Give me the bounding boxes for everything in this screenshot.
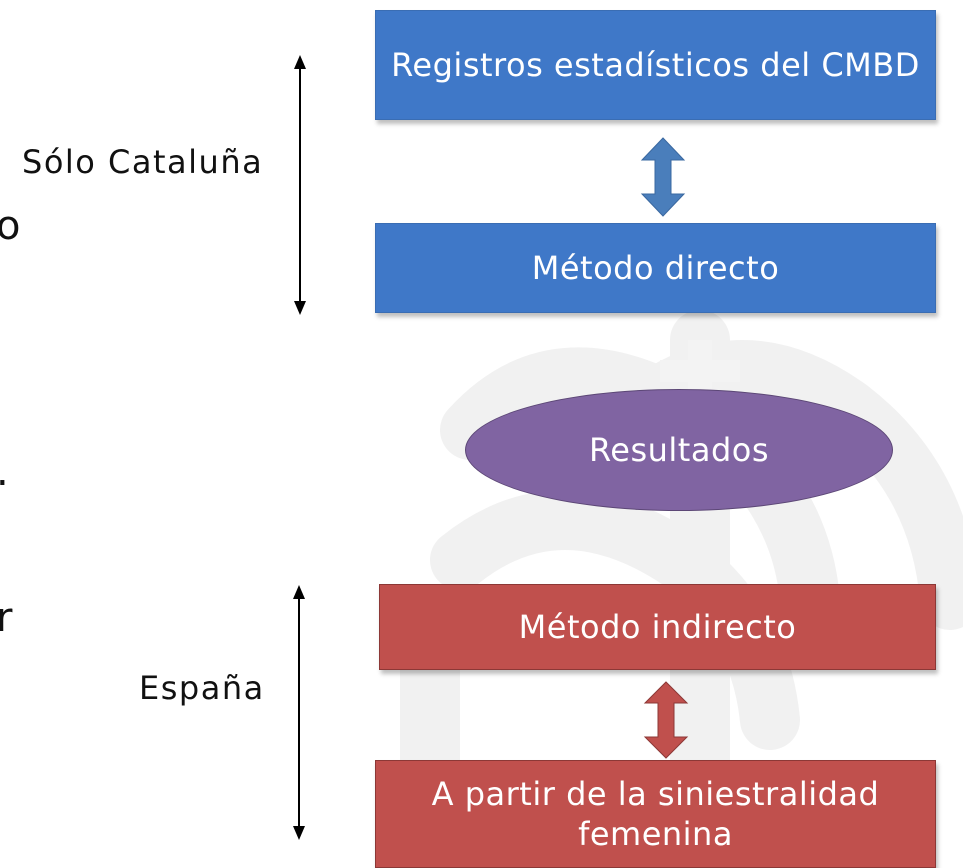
label-solo-cataluna: Sólo Cataluña — [22, 143, 264, 181]
box-metodo-indirecto-label: Método indirecto — [518, 608, 797, 646]
double-arrow-blue — [640, 137, 686, 217]
box-registros-cmbd: Registros estadísticos del CMBD — [375, 10, 936, 120]
double-arrow-red — [643, 681, 689, 759]
left-text-fragment: . — [0, 452, 10, 492]
range-arrow-bottom — [293, 585, 305, 840]
left-text-fragment: o — [0, 203, 22, 249]
box-siniestralidad-label: A partir de la siniestralidad femenina — [431, 775, 880, 853]
left-text-fragment: r — [0, 595, 14, 641]
ellipse-resultados: Resultados — [465, 389, 893, 511]
box-registros-label: Registros estadísticos del CMBD — [391, 46, 920, 84]
box-metodo-directo-label: Método directo — [531, 249, 780, 287]
ellipse-resultados-label: Resultados — [588, 431, 770, 469]
range-arrow-top — [294, 55, 306, 315]
label-espana: España — [139, 669, 265, 707]
box-siniestralidad-femenina: A partir de la siniestralidad femenina — [375, 760, 936, 868]
box-metodo-directo: Método directo — [375, 223, 936, 313]
box-metodo-indirecto: Método indirecto — [379, 584, 936, 670]
